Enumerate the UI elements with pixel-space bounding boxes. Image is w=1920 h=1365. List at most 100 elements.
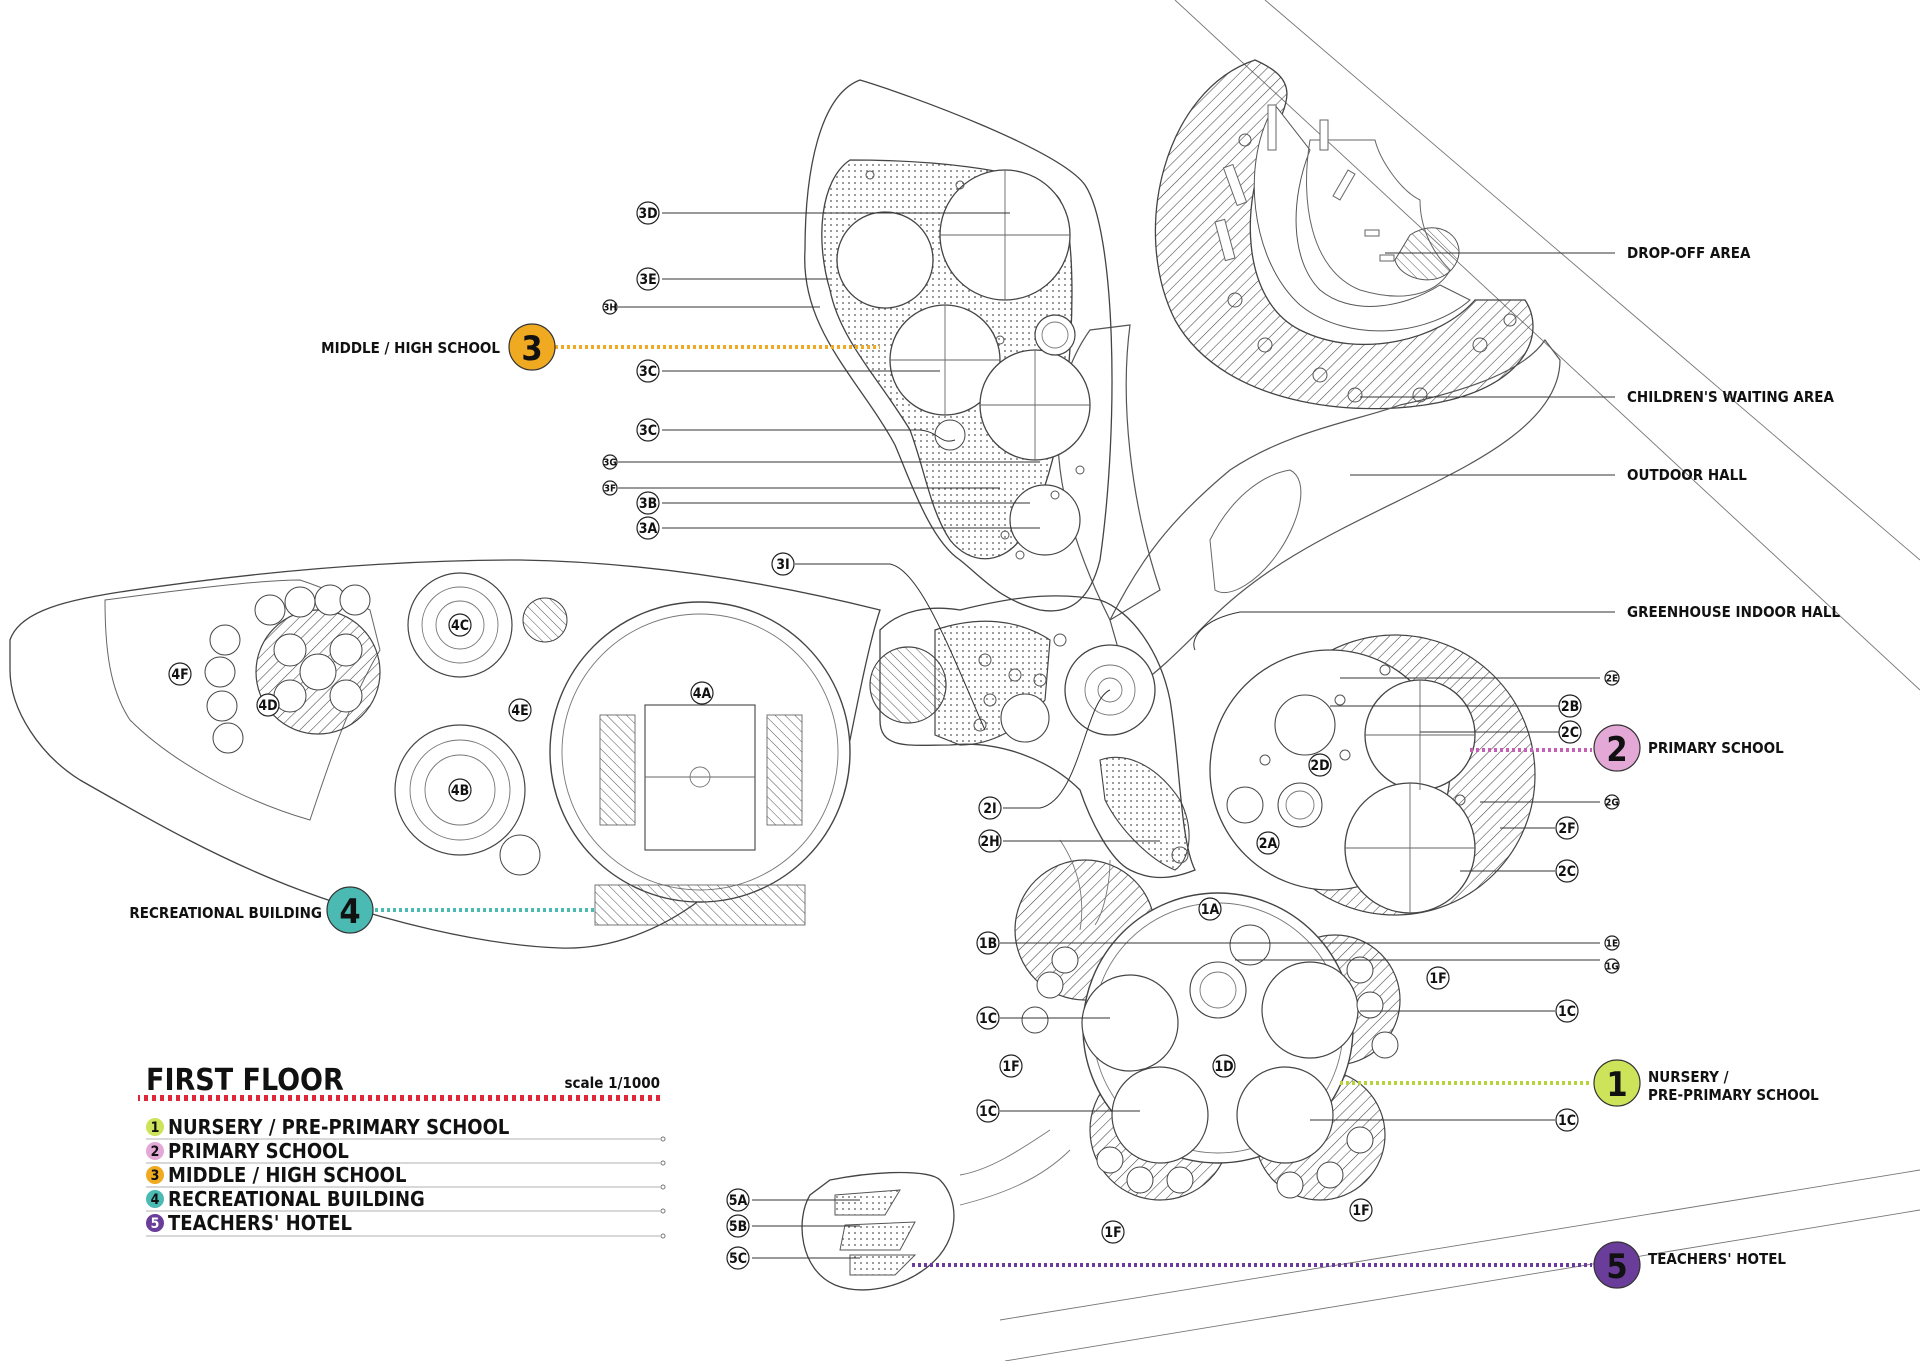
svg-text:5A: 5A [729, 1193, 748, 1209]
svg-text:3: 3 [151, 1168, 160, 1184]
svg-text:1D: 1D [1214, 1059, 1233, 1075]
zone-1-number: 1 [1606, 1065, 1627, 1105]
svg-text:5C: 5C [729, 1251, 747, 1267]
room-tag: 3A [636, 516, 660, 540]
svg-text:1F: 1F [1429, 971, 1446, 987]
zone-4-badge [326, 886, 374, 934]
svg-text:1B: 1B [979, 936, 997, 952]
zone-5-label: TEACHERS' HOTEL [1648, 1250, 1786, 1268]
room-tag: 2B [1558, 694, 1582, 718]
svg-text:1C: 1C [1558, 1004, 1576, 1020]
room-tag: 3G [602, 454, 618, 470]
drop-off-area-plan [1154, 59, 1534, 410]
room-tag: 3C [636, 359, 660, 383]
room-tag: 1C [1555, 1108, 1579, 1132]
zone-4-label: RECREATIONAL BUILDING [129, 904, 322, 922]
waiting-area-label: CHILDREN'S WAITING AREA [1627, 388, 1834, 406]
room-tag: 5B [726, 1214, 750, 1238]
svg-text:5B: 5B [729, 1219, 747, 1235]
room-tag: 2E [1604, 670, 1620, 686]
site-boundary [999, 0, 1920, 1362]
svg-text:2I: 2I [983, 801, 996, 817]
svg-text:4D: 4D [258, 698, 277, 714]
legend-rule [138, 1095, 663, 1101]
legend-swatch [146, 1118, 164, 1136]
svg-text:2G: 2G [1605, 798, 1619, 809]
svg-text:4C: 4C [451, 618, 469, 634]
legend-item-primary: 2 PRIMARY SCHOOL [146, 1139, 666, 1166]
svg-text:3F: 3F [604, 484, 616, 495]
room-tag: 5A [726, 1188, 750, 1212]
walkway-connectors [959, 839, 1111, 1206]
svg-text:NURSERY / PRE-PRIMARY SCHOOL: NURSERY / PRE-PRIMARY SCHOOL [168, 1115, 509, 1139]
svg-text:3C: 3C [639, 423, 657, 439]
room-tag: 1F [1101, 1220, 1125, 1244]
svg-text:3C: 3C [639, 364, 657, 380]
room-tag: 4B [448, 778, 472, 802]
svg-text:2E: 2E [1606, 674, 1618, 685]
room-tag: 2C [1558, 720, 1582, 744]
central-hub [869, 595, 1196, 879]
zone-2-label: PRIMARY SCHOOL [1648, 739, 1784, 757]
legend-item-recreational: 4 RECREATIONAL BUILDING [146, 1187, 666, 1214]
area-labels: DROP-OFF AREA CHILDREN'S WAITING AREA OU… [1627, 244, 1840, 621]
svg-text:3E: 3E [639, 272, 656, 288]
leader-lines [618, 212, 1615, 1259]
svg-text:2H: 2H [980, 834, 999, 850]
room-tag: 2F [1555, 816, 1579, 840]
room-tag: 4D [256, 693, 280, 717]
zone-3-callout: MIDDLE / HIGH SCHOOL 3 [321, 323, 556, 371]
room-tag: 1F [1349, 1198, 1373, 1222]
svg-text:3I: 3I [776, 557, 789, 573]
svg-text:TEACHERS' HOTEL: TEACHERS' HOTEL [168, 1211, 352, 1235]
zone-1-label-line2: PRE-PRIMARY SCHOOL [1648, 1086, 1819, 1104]
svg-text:2D: 2D [1310, 758, 1329, 774]
svg-text:4: 4 [151, 1192, 160, 1208]
room-tag: 3H [602, 299, 618, 315]
room-tag: 1C [976, 1006, 1000, 1030]
legend-item-nursery: 1 NURSERY / PRE-PRIMARY SCHOOL [146, 1115, 666, 1142]
recreational-building [9, 559, 881, 949]
room-tag: 4C [448, 613, 472, 637]
room-tag: 1E [1604, 935, 1620, 951]
svg-text:2C: 2C [1558, 864, 1576, 880]
room-tag: 1C [1555, 999, 1579, 1023]
svg-text:1C: 1C [979, 1011, 997, 1027]
room-tag: 1B [976, 931, 1000, 955]
zone-5-badge [1593, 1241, 1641, 1289]
svg-text:1E: 1E [1606, 939, 1618, 950]
svg-text:3A: 3A [639, 521, 658, 537]
room-tag: 4E [508, 698, 532, 722]
zone-5-callout: 5 TEACHERS' HOTEL [1593, 1241, 1786, 1289]
zone-3-label: MIDDLE / HIGH SCHOOL [321, 339, 500, 357]
teachers-hotel-building [801, 1171, 955, 1291]
room-tag: 2I [978, 796, 1002, 820]
legend-swatch [146, 1166, 164, 1184]
legend-title: FIRST FLOOR [146, 1063, 344, 1098]
room-tag: 2A [1256, 831, 1280, 855]
svg-text:1G: 1G [1605, 962, 1619, 973]
room-tag: 3F [602, 480, 618, 496]
svg-text:4E: 4E [511, 703, 528, 719]
outdoor-hall-label: OUTDOOR HALL [1627, 466, 1747, 484]
svg-text:RECREATIONAL BUILDING: RECREATIONAL BUILDING [168, 1187, 425, 1211]
room-tag: 3I [771, 552, 795, 576]
svg-text:2F: 2F [1558, 821, 1575, 837]
svg-text:2A: 2A [1259, 836, 1278, 852]
room-tag: 1D [1212, 1054, 1236, 1078]
svg-text:3G: 3G [603, 458, 617, 469]
legend-swatch [146, 1214, 164, 1232]
svg-text:2B: 2B [1561, 699, 1579, 715]
room-tag: 1F [999, 1054, 1023, 1078]
room-tag: 3D [636, 201, 660, 225]
room-tag: 2D [1308, 753, 1332, 777]
room-tag: 2C [1555, 859, 1579, 883]
zone-4-number: 4 [339, 892, 360, 932]
room-tag: 3C [636, 418, 660, 442]
legend-swatch [146, 1190, 164, 1208]
room-tag: 1C [976, 1099, 1000, 1123]
drop-off-area-label: DROP-OFF AREA [1627, 244, 1751, 262]
svg-text:1: 1 [151, 1120, 160, 1136]
